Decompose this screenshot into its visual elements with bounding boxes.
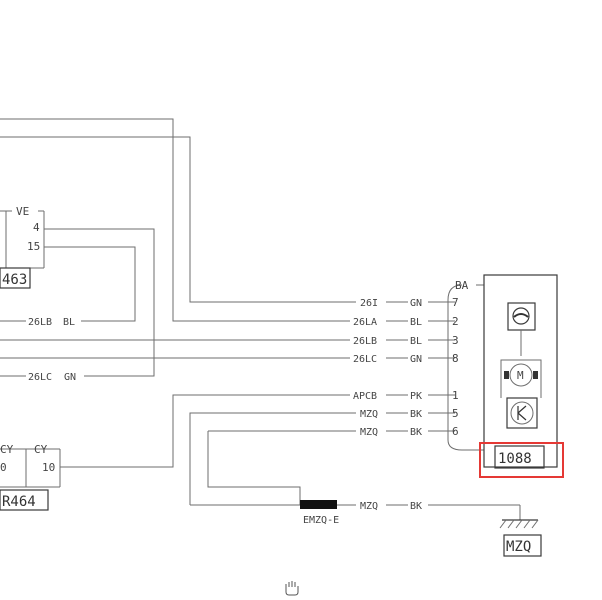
wire-label-26i: 26I <box>360 298 378 309</box>
wire-color-5: BK <box>410 409 422 420</box>
wire-26la <box>0 118 455 322</box>
wire-color-7: GN <box>410 298 422 309</box>
label-26lb-left: 26LB <box>28 317 52 328</box>
connector-ba-name: BA <box>455 279 469 292</box>
wire-color-1: PK <box>410 391 422 402</box>
splice-emzq-e: EMZQ-E MZQ BK <box>300 499 520 526</box>
wire-color-3: BL <box>410 336 422 347</box>
pin-6: 6 <box>452 425 459 438</box>
ground-mzq: MZQ <box>499 505 542 557</box>
wire-label-mzq-5: MZQ <box>360 409 378 420</box>
wire-apcb <box>60 394 455 468</box>
connector-cy-ref: R464 <box>2 494 36 510</box>
wire-26i <box>0 136 455 303</box>
hand-cursor-icon <box>285 581 299 596</box>
connector-ve-ref: 463 <box>2 272 27 288</box>
wire-label-26lc: 26LC <box>353 354 377 365</box>
connector-ba: BA <box>447 279 484 451</box>
connector-ve-name: VE <box>16 205 29 218</box>
wire-mzq-6 <box>207 431 301 505</box>
component-1088: M 1088 <box>479 274 564 478</box>
label-gn-left: GN <box>64 372 76 383</box>
connector-ve: VE 4 15 463 <box>0 205 45 289</box>
wire-ve-4 <box>0 228 155 377</box>
connector-ve-pin-15: 15 <box>27 240 40 253</box>
pin-8: 8 <box>452 352 459 365</box>
wire-label-apcb: APCB <box>353 391 377 402</box>
component-ref: 1088 <box>498 451 532 467</box>
wire-color-6: BK <box>410 427 422 438</box>
motor-icon <box>509 363 533 387</box>
splice-name: EMZQ-E <box>303 515 339 526</box>
pin-1: 1 <box>452 389 459 402</box>
splice-out-id: MZQ <box>360 501 378 512</box>
wire-color-2: BL <box>410 317 422 328</box>
connector-cy-name-1: CY <box>0 443 14 456</box>
connector-cy-pin-10: 10 <box>42 461 55 474</box>
label-26lc-left: 26LC <box>28 372 52 383</box>
splice-out-color: BK <box>410 501 422 512</box>
pin-5: 5 <box>452 407 459 420</box>
wire-label-26lb: 26LB <box>353 336 377 347</box>
wire-labels-right: 26I GN 26LA BL 26LB BL 26LC GN APCB PK M… <box>350 296 459 438</box>
connector-ve-pin-4: 4 <box>33 221 40 234</box>
sensor-icon <box>510 401 534 425</box>
connector-cy: CY CY 0 10 R464 <box>0 443 61 511</box>
pin-7: 7 <box>452 296 459 309</box>
connector-cy-name-2: CY <box>34 443 48 456</box>
steering-wheel-icon <box>512 307 530 325</box>
wire-label-mzq-6: MZQ <box>360 427 378 438</box>
label-bl-left: BL <box>63 317 75 328</box>
pin-2: 2 <box>452 315 459 328</box>
wire-label-26la: 26LA <box>353 317 377 328</box>
motor-label: M <box>517 369 524 382</box>
ground-label: MZQ <box>506 539 531 555</box>
pin-3: 3 <box>452 334 459 347</box>
highlight-box <box>479 442 564 478</box>
connector-cy-pin-0: 0 <box>0 461 7 474</box>
wire-color-8: GN <box>410 354 422 365</box>
